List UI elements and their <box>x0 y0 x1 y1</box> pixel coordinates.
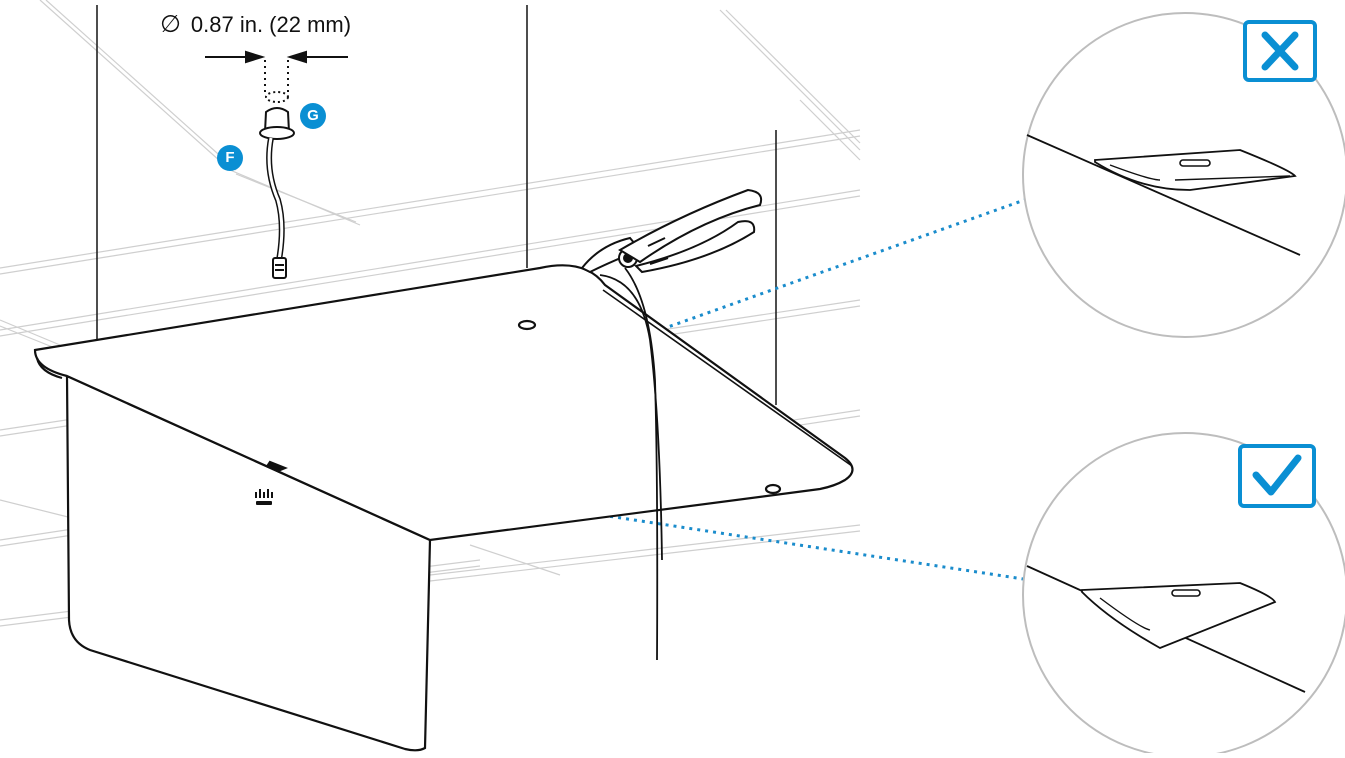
diameter-symbol: ∅ <box>160 10 181 38</box>
hanging-wire <box>599 267 663 661</box>
bracket-front-panel <box>65 374 432 752</box>
detail-circle-correct <box>1022 432 1345 758</box>
dimension-marker <box>205 50 348 95</box>
cable-with-grommet <box>259 91 295 279</box>
cisco-logo <box>255 489 273 505</box>
callout-g: G <box>300 103 326 129</box>
vertical-guides <box>96 5 777 405</box>
diameter-value: 0.87 in. (22 mm) <box>190 12 352 37</box>
diameter-dimension-label: ∅ 0.87 in. (22 mm) <box>160 10 351 38</box>
callout-f: F <box>217 145 243 171</box>
detail-circle-incorrect <box>1022 12 1345 338</box>
pliers-icon <box>580 188 763 274</box>
detail-leader-lines <box>277 196 1031 582</box>
x-icon <box>1243 20 1317 82</box>
checkmark-icon <box>1238 444 1316 508</box>
